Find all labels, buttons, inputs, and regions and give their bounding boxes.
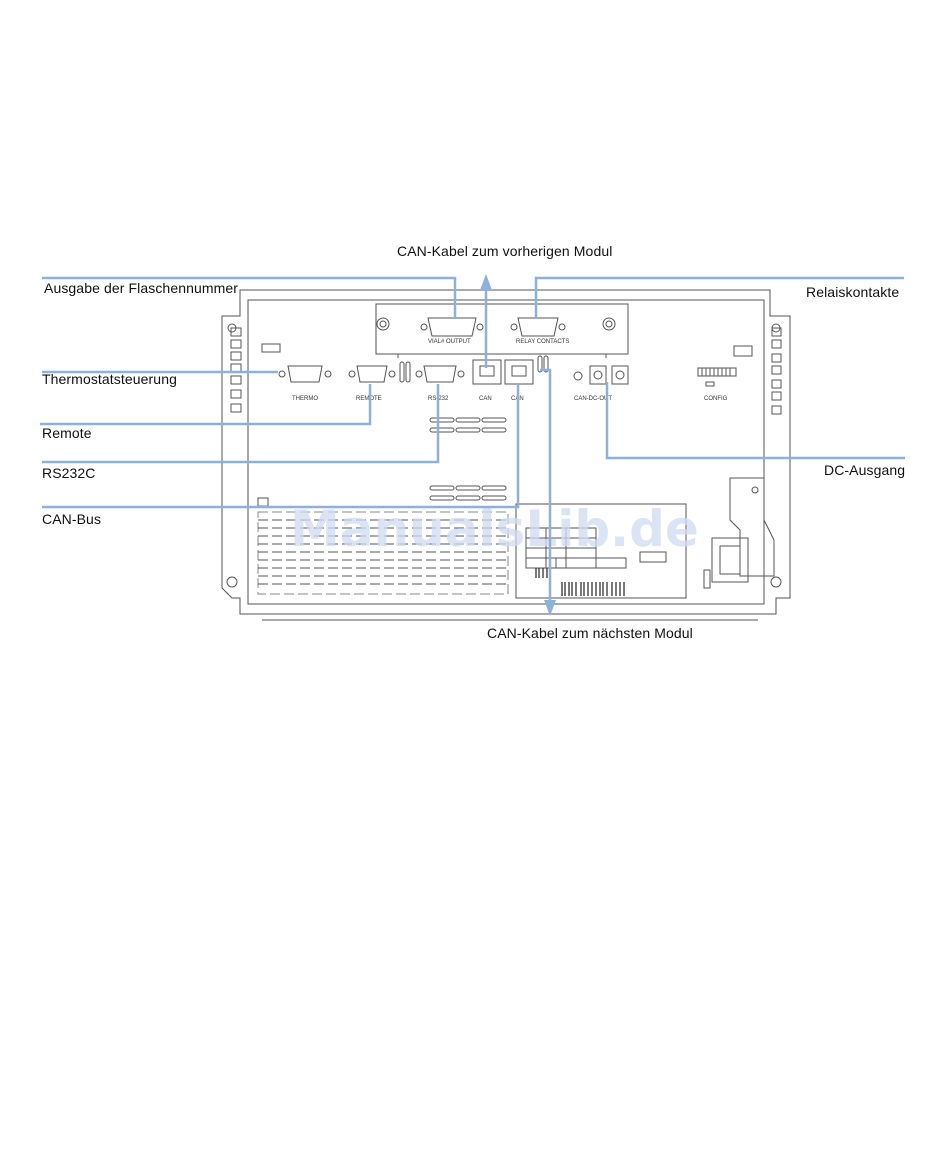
dc-out-port-1 <box>590 366 606 384</box>
power-inlet <box>712 538 748 582</box>
left-vent-column <box>231 328 241 412</box>
panel-label-vial-output: VIAL# OUTPUT <box>428 339 471 345</box>
remote-connector <box>357 366 387 382</box>
label-remote: Remote <box>42 425 92 441</box>
dc-out-port-2 <box>612 366 628 384</box>
label-thermo-ctrl: Thermostatsteuerung <box>42 371 177 387</box>
can-port-2 <box>505 360 533 384</box>
label-bottle-number: Ausgabe der Flaschennummer <box>44 280 238 296</box>
label-dc-out: DC-Ausgang <box>824 462 905 478</box>
label-rs232: RS232C <box>42 465 96 481</box>
panel-label-can-1: CAN <box>479 396 492 402</box>
label-can-prev: CAN-Kabel zum vorherigen Modul <box>397 243 612 259</box>
arrow-up-can-prev <box>480 274 492 290</box>
panel-label-config: CONFIG <box>704 396 728 402</box>
leader-remote <box>40 384 370 424</box>
rs232-connector <box>424 366 456 382</box>
panel-label-relay-contacts: RELAY CONTACTS <box>516 339 569 345</box>
label-can-next: CAN-Kabel zum nächsten Modul <box>487 625 693 641</box>
watermark: ManualsLib.de <box>290 500 699 558</box>
leader-can-bus <box>42 384 518 507</box>
power-switch-housing <box>730 478 774 576</box>
label-can-bus: CAN-Bus <box>42 511 101 527</box>
leader-dc-out <box>607 382 905 458</box>
right-vent-column <box>772 328 781 414</box>
upper-slot-plate <box>376 304 628 354</box>
thermo-connector <box>288 366 322 382</box>
panel-label-thermo: THERMO <box>292 396 318 402</box>
leader-can-next <box>540 370 550 602</box>
label-relay: Relaiskontakte <box>806 284 899 300</box>
